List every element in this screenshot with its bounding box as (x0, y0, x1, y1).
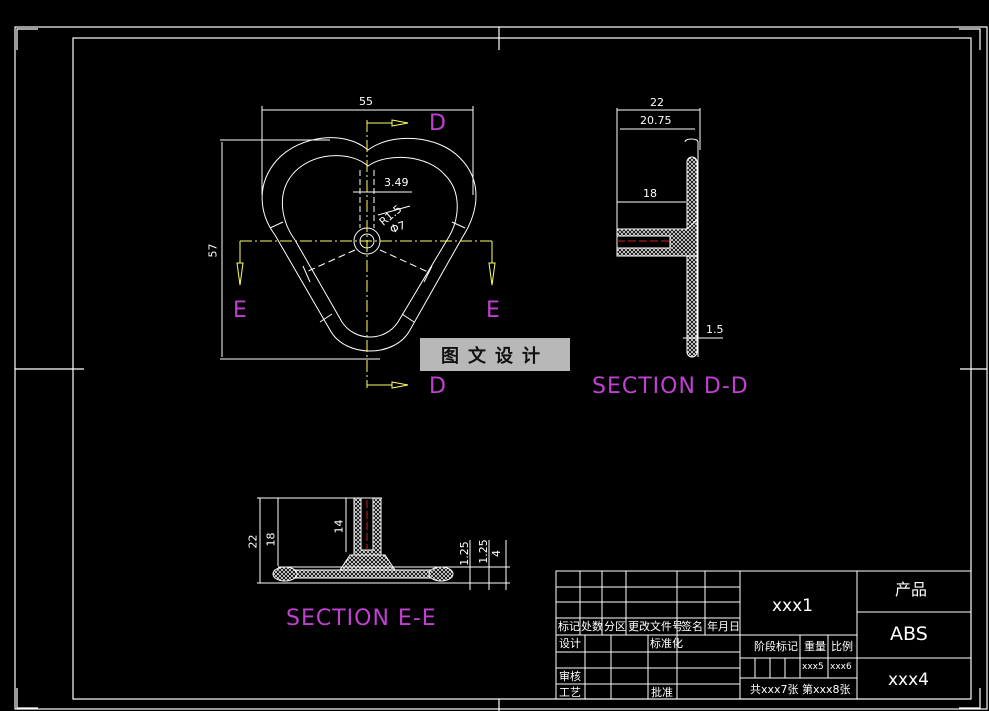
tb-scale-value: xxx6 (830, 662, 852, 672)
ee-dim-1-25-b: 1.25 (476, 539, 490, 564)
dd-dim-22: 22 (650, 96, 664, 109)
tb-header-change-doc: 更改文件号 (628, 620, 683, 633)
top-view-heart (261, 137, 477, 352)
tb-header-date: 年月日 (707, 620, 740, 633)
section-mark-d-top: D (429, 111, 447, 136)
section-mark-e-right: E (486, 298, 501, 323)
section-ee-view (257, 497, 510, 590)
tb-header-mark: 标记 (558, 620, 580, 633)
tb-drawing-name: xxx1 (772, 596, 813, 616)
tb-approve: 批准 (651, 686, 673, 699)
ee-dim-18: 18 (264, 532, 278, 547)
watermark: 图文设计 (420, 338, 570, 371)
tb-header-sign: 签名 (681, 620, 703, 633)
tb-header-count: 处数 (581, 620, 603, 633)
dim-height-57: 57 (206, 243, 220, 258)
ee-dim-22: 22 (246, 534, 260, 549)
tb-weight-label: 重量 (804, 640, 826, 653)
title-block (555, 570, 972, 700)
ee-dim-14: 14 (332, 519, 346, 534)
centerlines (236, 119, 496, 389)
dim-width-55: 55 (359, 95, 373, 108)
dd-dim-18: 18 (643, 187, 657, 200)
tb-weight-value: xxx5 (802, 662, 824, 672)
tb-sheet-info: 共xxx7张 第xxx8张 (750, 683, 851, 696)
tb-drawing-number: xxx4 (888, 670, 929, 690)
tb-scale-label: 比例 (831, 640, 853, 653)
section-dd-view (616, 108, 723, 358)
drawing-frame (14, 26, 988, 711)
dd-dim-20-75: 20.75 (640, 114, 672, 127)
tb-process: 工艺 (559, 686, 581, 699)
dim-rib-3-49: 3.49 (384, 176, 409, 189)
section-mark-d-bottom: D (429, 374, 447, 399)
section-ee-title: SECTION E-E (286, 606, 437, 631)
tb-stage-mark: 阶段标记 (754, 640, 798, 653)
tb-header-zone: 分区 (604, 620, 626, 633)
section-dd-title: SECTION D-D (592, 374, 749, 399)
tb-design: 设计 (559, 637, 581, 650)
tb-material: ABS (890, 623, 928, 645)
tb-review: 审核 (559, 670, 581, 683)
tb-standardize: 标准化 (650, 637, 683, 650)
tb-product-label: 产品 (895, 580, 928, 599)
ee-dim-1-25-a: 1.25 (457, 541, 471, 566)
top-view-dimensions (220, 106, 474, 360)
ee-dim-4: 4 (490, 550, 503, 557)
dd-dim-1-5: 1.5 (706, 323, 724, 336)
section-mark-e-left: E (233, 298, 248, 323)
